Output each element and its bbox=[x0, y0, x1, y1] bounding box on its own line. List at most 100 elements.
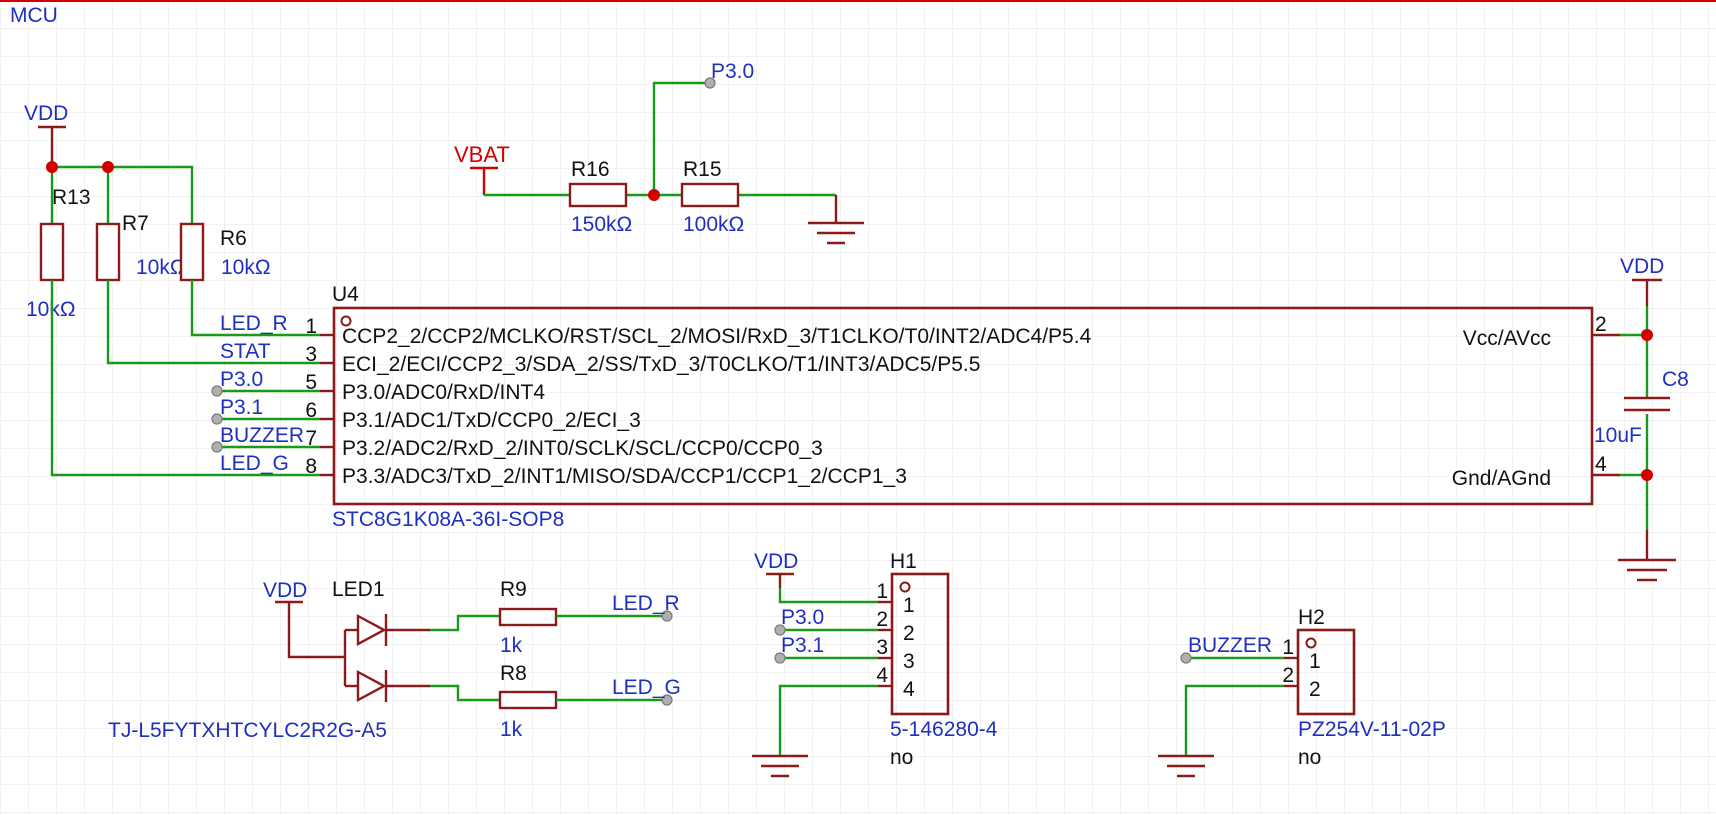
r7-ref: R7 bbox=[122, 212, 149, 235]
net-port[interactable] bbox=[1180, 652, 1192, 664]
wire-led-r-branch[interactable] bbox=[430, 614, 500, 632]
junction bbox=[46, 161, 58, 173]
pin-name: 2 bbox=[903, 622, 915, 645]
net-port[interactable] bbox=[661, 694, 673, 706]
resistor-r7[interactable]: R7 10kΩ bbox=[95, 212, 186, 282]
net-label-h1-p30: P3.0 bbox=[781, 606, 824, 629]
net-label-stat: STAT bbox=[220, 340, 271, 363]
vdd-symbol-led[interactable]: VDD bbox=[263, 579, 307, 630]
pin-number: 2 bbox=[1595, 313, 1607, 336]
r7-value: 10kΩ bbox=[136, 256, 186, 279]
u4-pin5-name: P3.0/ADC0/RxD/INT4 bbox=[342, 381, 545, 404]
net-port[interactable] bbox=[211, 441, 223, 453]
net-port[interactable] bbox=[211, 413, 223, 425]
net-label-h2-buzzer: BUZZER bbox=[1188, 634, 1272, 657]
wire-h2-pin2[interactable] bbox=[1184, 684, 1284, 756]
pin-name: 2 bbox=[1309, 678, 1321, 701]
h1-value: no bbox=[890, 746, 913, 769]
pin-number: 2 bbox=[876, 608, 888, 631]
resistor-r8[interactable]: R8 1k bbox=[498, 662, 558, 741]
r13-ref: R13 bbox=[52, 186, 91, 209]
led1-common-lead bbox=[287, 630, 345, 659]
r6-value: 10kΩ bbox=[221, 256, 271, 279]
net-port[interactable] bbox=[774, 652, 786, 664]
pin-number: 3 bbox=[305, 343, 317, 366]
u4-part: STC8G1K08A-36I-SOP8 bbox=[332, 508, 564, 531]
pin-number: 7 bbox=[305, 427, 317, 450]
ground-symbol[interactable] bbox=[1618, 530, 1676, 582]
vdd-symbol-top-left[interactable]: VDD bbox=[24, 102, 68, 167]
r8-ref: R8 bbox=[500, 662, 527, 685]
net-port[interactable] bbox=[661, 610, 673, 622]
junction bbox=[102, 161, 114, 173]
net-label-p31: P3.1 bbox=[220, 396, 263, 419]
r16-value: 150kΩ bbox=[571, 213, 632, 236]
ground-symbol[interactable] bbox=[752, 754, 808, 778]
net-label-led-r-out: LED_R bbox=[612, 592, 680, 615]
wire-h1-pin1[interactable] bbox=[778, 588, 878, 604]
vdd-symbol-right[interactable]: VDD bbox=[1620, 255, 1664, 306]
h2-value: no bbox=[1298, 746, 1321, 769]
vdd-rail-wire[interactable] bbox=[52, 165, 194, 224]
wire-led-g[interactable] bbox=[50, 280, 320, 477]
pin-name: 1 bbox=[1309, 650, 1321, 673]
u4-left-pin-numbers: 1 3 5 6 7 8 bbox=[305, 315, 317, 478]
vdd-label: VDD bbox=[263, 579, 307, 602]
pin-number: 1 bbox=[1282, 636, 1294, 659]
connector-h1[interactable]: H1 5-146280-4 no 1 2 3 4 1 2 3 4 bbox=[876, 550, 997, 769]
u4-pin1-name: CCP2_2/CCP2/MCLKO/RST/SCL_2/MOSI/RxD_3/T… bbox=[342, 325, 1092, 348]
wire-stat[interactable] bbox=[106, 280, 320, 365]
net-label-h1-p31: P3.1 bbox=[781, 634, 824, 657]
h1-ref: H1 bbox=[890, 550, 917, 573]
net-port[interactable] bbox=[704, 77, 716, 89]
vdd-label: VDD bbox=[24, 102, 68, 125]
net-port[interactable] bbox=[774, 624, 786, 636]
u4-pin7-name: P3.2/ADC2/RxD_2/INT0/SCLK/SCL/CCP0/CCP0_… bbox=[342, 437, 823, 460]
mcu-u4[interactable]: U4 STC8G1K08A-36I-SOP8 CCP2_2/CCP2/MCLKO… bbox=[320, 283, 1620, 531]
wire-led-r[interactable] bbox=[190, 280, 320, 337]
wire-divider-p30[interactable] bbox=[652, 81, 710, 195]
resistor-r9[interactable]: R9 1k bbox=[498, 578, 558, 657]
led1-ref: LED1 bbox=[332, 578, 385, 601]
u4-ref: U4 bbox=[332, 283, 359, 306]
ground-symbol[interactable] bbox=[1158, 754, 1214, 778]
net-label-led-g-out: LED_G bbox=[612, 676, 681, 699]
ground-symbol[interactable] bbox=[808, 195, 864, 245]
h2-part: PZ254V-11-02P bbox=[1298, 718, 1446, 741]
vbat-symbol[interactable]: VBAT bbox=[454, 142, 510, 195]
net-label-p30: P3.0 bbox=[220, 368, 263, 391]
pin-number: 1 bbox=[876, 580, 888, 603]
pin-number: 5 bbox=[305, 371, 317, 394]
vbat-label: VBAT bbox=[454, 142, 510, 167]
capacitor-c8[interactable]: C8 10uF bbox=[1594, 368, 1689, 447]
sheet-title: MCU bbox=[10, 4, 58, 27]
pin-name: 4 bbox=[903, 678, 915, 701]
u4-pin6-name: P3.1/ADC1/TxD/CCP0_2/ECI_3 bbox=[342, 409, 641, 432]
net-label-p30-divider: P3.0 bbox=[711, 60, 754, 83]
connector-h2[interactable]: H2 PZ254V-11-02P no 1 2 1 2 bbox=[1282, 606, 1446, 769]
led1-dual-led[interactable]: LED1 TJ-L5FYTXHTCYLC2R2G-A5 bbox=[108, 578, 430, 742]
pin-number: 1 bbox=[305, 315, 317, 338]
resistor-r16[interactable]: R16 150kΩ bbox=[568, 158, 632, 236]
h2-ref: H2 bbox=[1298, 606, 1325, 629]
r15-value: 100kΩ bbox=[683, 213, 744, 236]
vdd-label: VDD bbox=[754, 550, 798, 573]
net-label-led-r: LED_R bbox=[220, 312, 288, 335]
u4-left-net-labels: LED_R STAT P3.0 P3.1 BUZZER LED_G bbox=[220, 312, 304, 475]
net-port[interactable] bbox=[211, 385, 223, 397]
pin-number: 4 bbox=[1595, 453, 1607, 476]
wire-led-g-branch[interactable] bbox=[430, 684, 500, 702]
led1-part: TJ-L5FYTXHTCYLC2R2G-A5 bbox=[108, 719, 387, 742]
junction bbox=[648, 189, 660, 201]
wire-h1-pin4[interactable] bbox=[778, 684, 878, 756]
u4-pin8-name: P3.3/ADC3/TxD_2/INT1/MISO/SDA/CCP1/CCP1_… bbox=[342, 465, 907, 488]
r15-ref: R15 bbox=[683, 158, 722, 181]
r9-value: 1k bbox=[500, 634, 523, 657]
resistor-r15[interactable]: R15 100kΩ bbox=[680, 158, 744, 236]
r16-ref: R16 bbox=[571, 158, 610, 181]
pin-number: 6 bbox=[305, 399, 317, 422]
vdd-symbol-h1[interactable]: VDD bbox=[754, 550, 798, 588]
pin-number: 3 bbox=[876, 636, 888, 659]
